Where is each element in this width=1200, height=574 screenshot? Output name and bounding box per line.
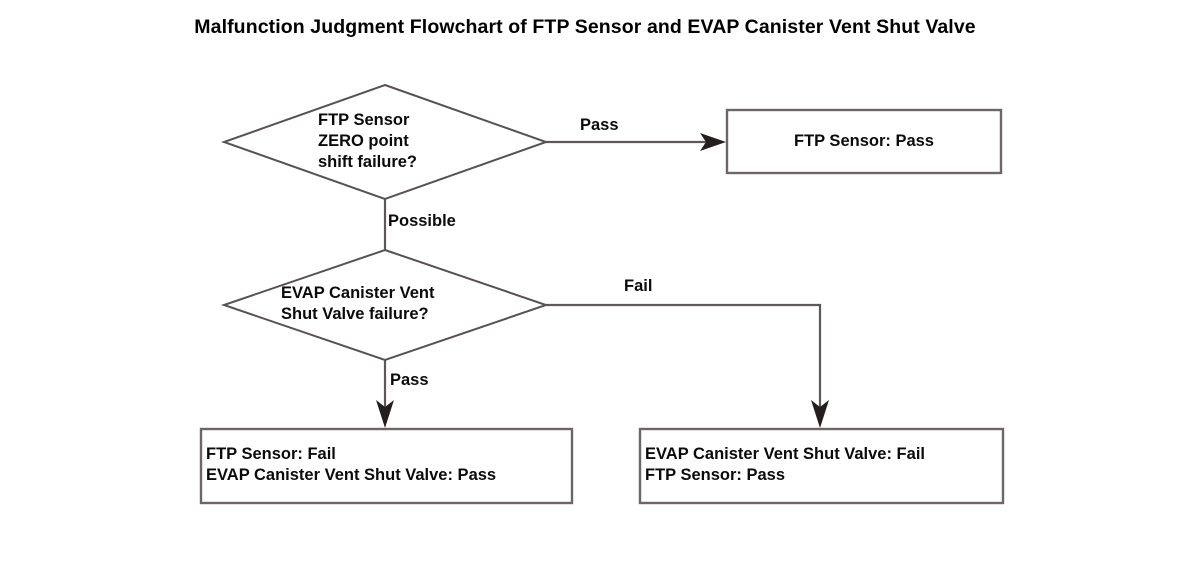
result-evap-fail-label: EVAP Canister Vent Shut Valve: Fail FTP … [645,445,925,484]
arrow-head-evap-fail [811,400,829,428]
result-evap-fail-shape[interactable] [638,427,1005,505]
result-ftp-pass-label: FTP Sensor: Pass [793,132,934,150]
edge-label-evap-fail: Fail [624,277,653,295]
decision-ftp-sensor-shape[interactable] [221,83,549,201]
edge-label-ftp-pass: Pass [580,116,619,134]
result-ftp-pass-shape[interactable] [725,108,1003,175]
page-title: Malfunction Judgment Flowchart of FTP Se… [194,16,976,38]
edge-label-ftp-possible: Possible [388,212,456,230]
result-ftp-fail-label: FTP Sensor: Fail EVAP Canister Vent Shut… [206,445,497,484]
decision-ftp-sensor-label: FTP Sensor ZERO point shift failure? [318,111,418,171]
edge-label-evap-pass: Pass [390,371,429,389]
decision-evap-valve-label: EVAP Canister Vent Shut Valve failure? [281,284,435,323]
decision-evap-valve-shape[interactable] [220,248,550,362]
arrow-head-ftp-pass [700,133,726,151]
connector-evap-fail [546,303,822,411]
arrow-head-evap-pass [376,400,394,428]
result-ftp-fail-shape[interactable] [199,427,574,505]
